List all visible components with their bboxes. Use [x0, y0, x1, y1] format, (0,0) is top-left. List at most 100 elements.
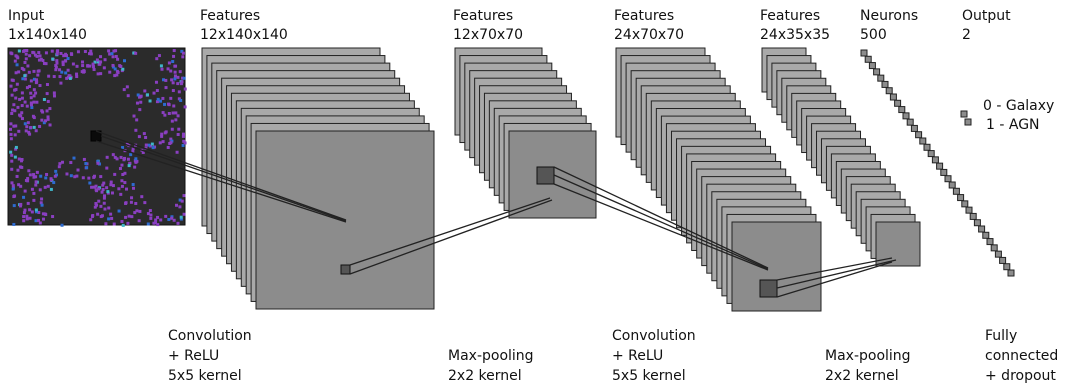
input-pixel — [173, 74, 177, 78]
neuron-node — [1003, 263, 1011, 271]
input-pixel — [121, 146, 125, 150]
neuron-node — [894, 99, 902, 107]
input-pixel — [170, 127, 174, 131]
input-pixel — [181, 51, 185, 55]
input-pixel — [173, 77, 177, 81]
input-pixel — [55, 59, 59, 63]
input-pixel — [137, 135, 141, 139]
input-pixel — [20, 157, 24, 161]
input-pixel — [180, 80, 184, 84]
input-pixel — [120, 184, 124, 188]
input-pixel — [108, 52, 112, 56]
input-pixel — [114, 49, 118, 53]
input-pixel — [32, 69, 36, 73]
input-pixel — [119, 192, 123, 196]
input-pixel — [44, 62, 48, 66]
input-pixel — [49, 177, 53, 181]
input-pixel — [37, 210, 41, 214]
conv2-label-line1: Convolution — [612, 328, 696, 344]
input-pixel — [44, 51, 48, 55]
input-pixel — [10, 111, 14, 115]
input-pixel — [10, 181, 14, 185]
input-pixel — [176, 75, 180, 79]
conv2-label-line3: 5x5 kernel — [612, 368, 686, 384]
neuron-node — [927, 150, 935, 158]
input-pixel — [43, 185, 47, 189]
input-pixel — [66, 68, 70, 72]
input-pixel — [126, 221, 130, 225]
input-pixel — [60, 70, 64, 74]
input-pixel — [93, 60, 97, 64]
input-pixel — [13, 133, 17, 137]
conv1-label-line2: + ReLU — [168, 348, 220, 364]
input-pixel — [55, 50, 59, 54]
input-pixel — [178, 70, 182, 74]
input-pixel — [65, 172, 69, 176]
input-pixel — [113, 67, 117, 71]
input-pixel — [82, 157, 86, 161]
input-pixel — [41, 212, 45, 216]
feature-map-front — [875, 221, 921, 267]
neuron-node — [864, 55, 872, 63]
input-pixel — [129, 200, 133, 204]
input-pixel — [164, 130, 168, 134]
input-pixel — [17, 70, 21, 74]
input-pixel — [11, 184, 15, 188]
connection-lines — [95, 130, 897, 298]
input-pixel — [52, 94, 56, 98]
input-pixel — [158, 99, 162, 103]
input-pixel — [120, 163, 124, 167]
input-pixel — [68, 76, 72, 80]
input-pixel — [54, 169, 58, 173]
input-pixel — [142, 132, 146, 136]
input-pixel — [27, 130, 31, 134]
input-pixel — [47, 74, 51, 78]
fc-label-line1: Fully — [985, 328, 1018, 344]
neuron-node — [978, 225, 986, 233]
input-pixel — [81, 60, 85, 64]
input-pixel — [102, 201, 106, 205]
input-pixel — [164, 86, 168, 90]
input-pixel — [37, 58, 41, 62]
input-title: Input — [8, 8, 45, 24]
input-pixel — [161, 111, 165, 115]
input-pixel — [170, 215, 174, 219]
input-pixel — [51, 57, 55, 61]
input-pixel — [35, 170, 39, 174]
input-pixel — [102, 66, 106, 70]
input-pixel — [10, 167, 14, 171]
input-pixel — [35, 100, 39, 104]
input-pixel — [12, 195, 16, 199]
input-pixel — [37, 69, 41, 73]
input-pixel — [23, 208, 27, 212]
input-pixel — [46, 115, 50, 119]
input-pixel — [59, 81, 63, 85]
input-pixel — [59, 51, 63, 55]
input-pixel — [25, 86, 29, 90]
input-pixel — [126, 94, 130, 98]
input-pixel — [64, 59, 68, 63]
input-pixel — [14, 124, 18, 128]
fc-label-line2: connected — [985, 348, 1059, 364]
input-pixel — [17, 129, 21, 133]
input-pixel — [17, 157, 21, 161]
neuron-node — [940, 168, 948, 176]
input-pixel — [131, 149, 135, 153]
input-pixel — [122, 59, 126, 63]
input-pixel — [167, 111, 171, 115]
input-pixel — [146, 212, 150, 216]
neuron-node — [965, 206, 973, 214]
input-pixel — [95, 189, 99, 193]
input-pixel — [135, 118, 139, 122]
input-pixel — [111, 153, 115, 157]
input-pixel — [113, 74, 117, 78]
input-pixel — [31, 114, 35, 118]
input-pixel — [117, 209, 121, 213]
input-pixel — [39, 201, 43, 205]
input-pixel — [25, 49, 29, 53]
input-pixel — [177, 97, 181, 101]
input-pixel — [23, 74, 27, 78]
input-pixel — [76, 50, 80, 54]
input-pixel — [40, 118, 44, 122]
input-pixel — [34, 180, 38, 184]
